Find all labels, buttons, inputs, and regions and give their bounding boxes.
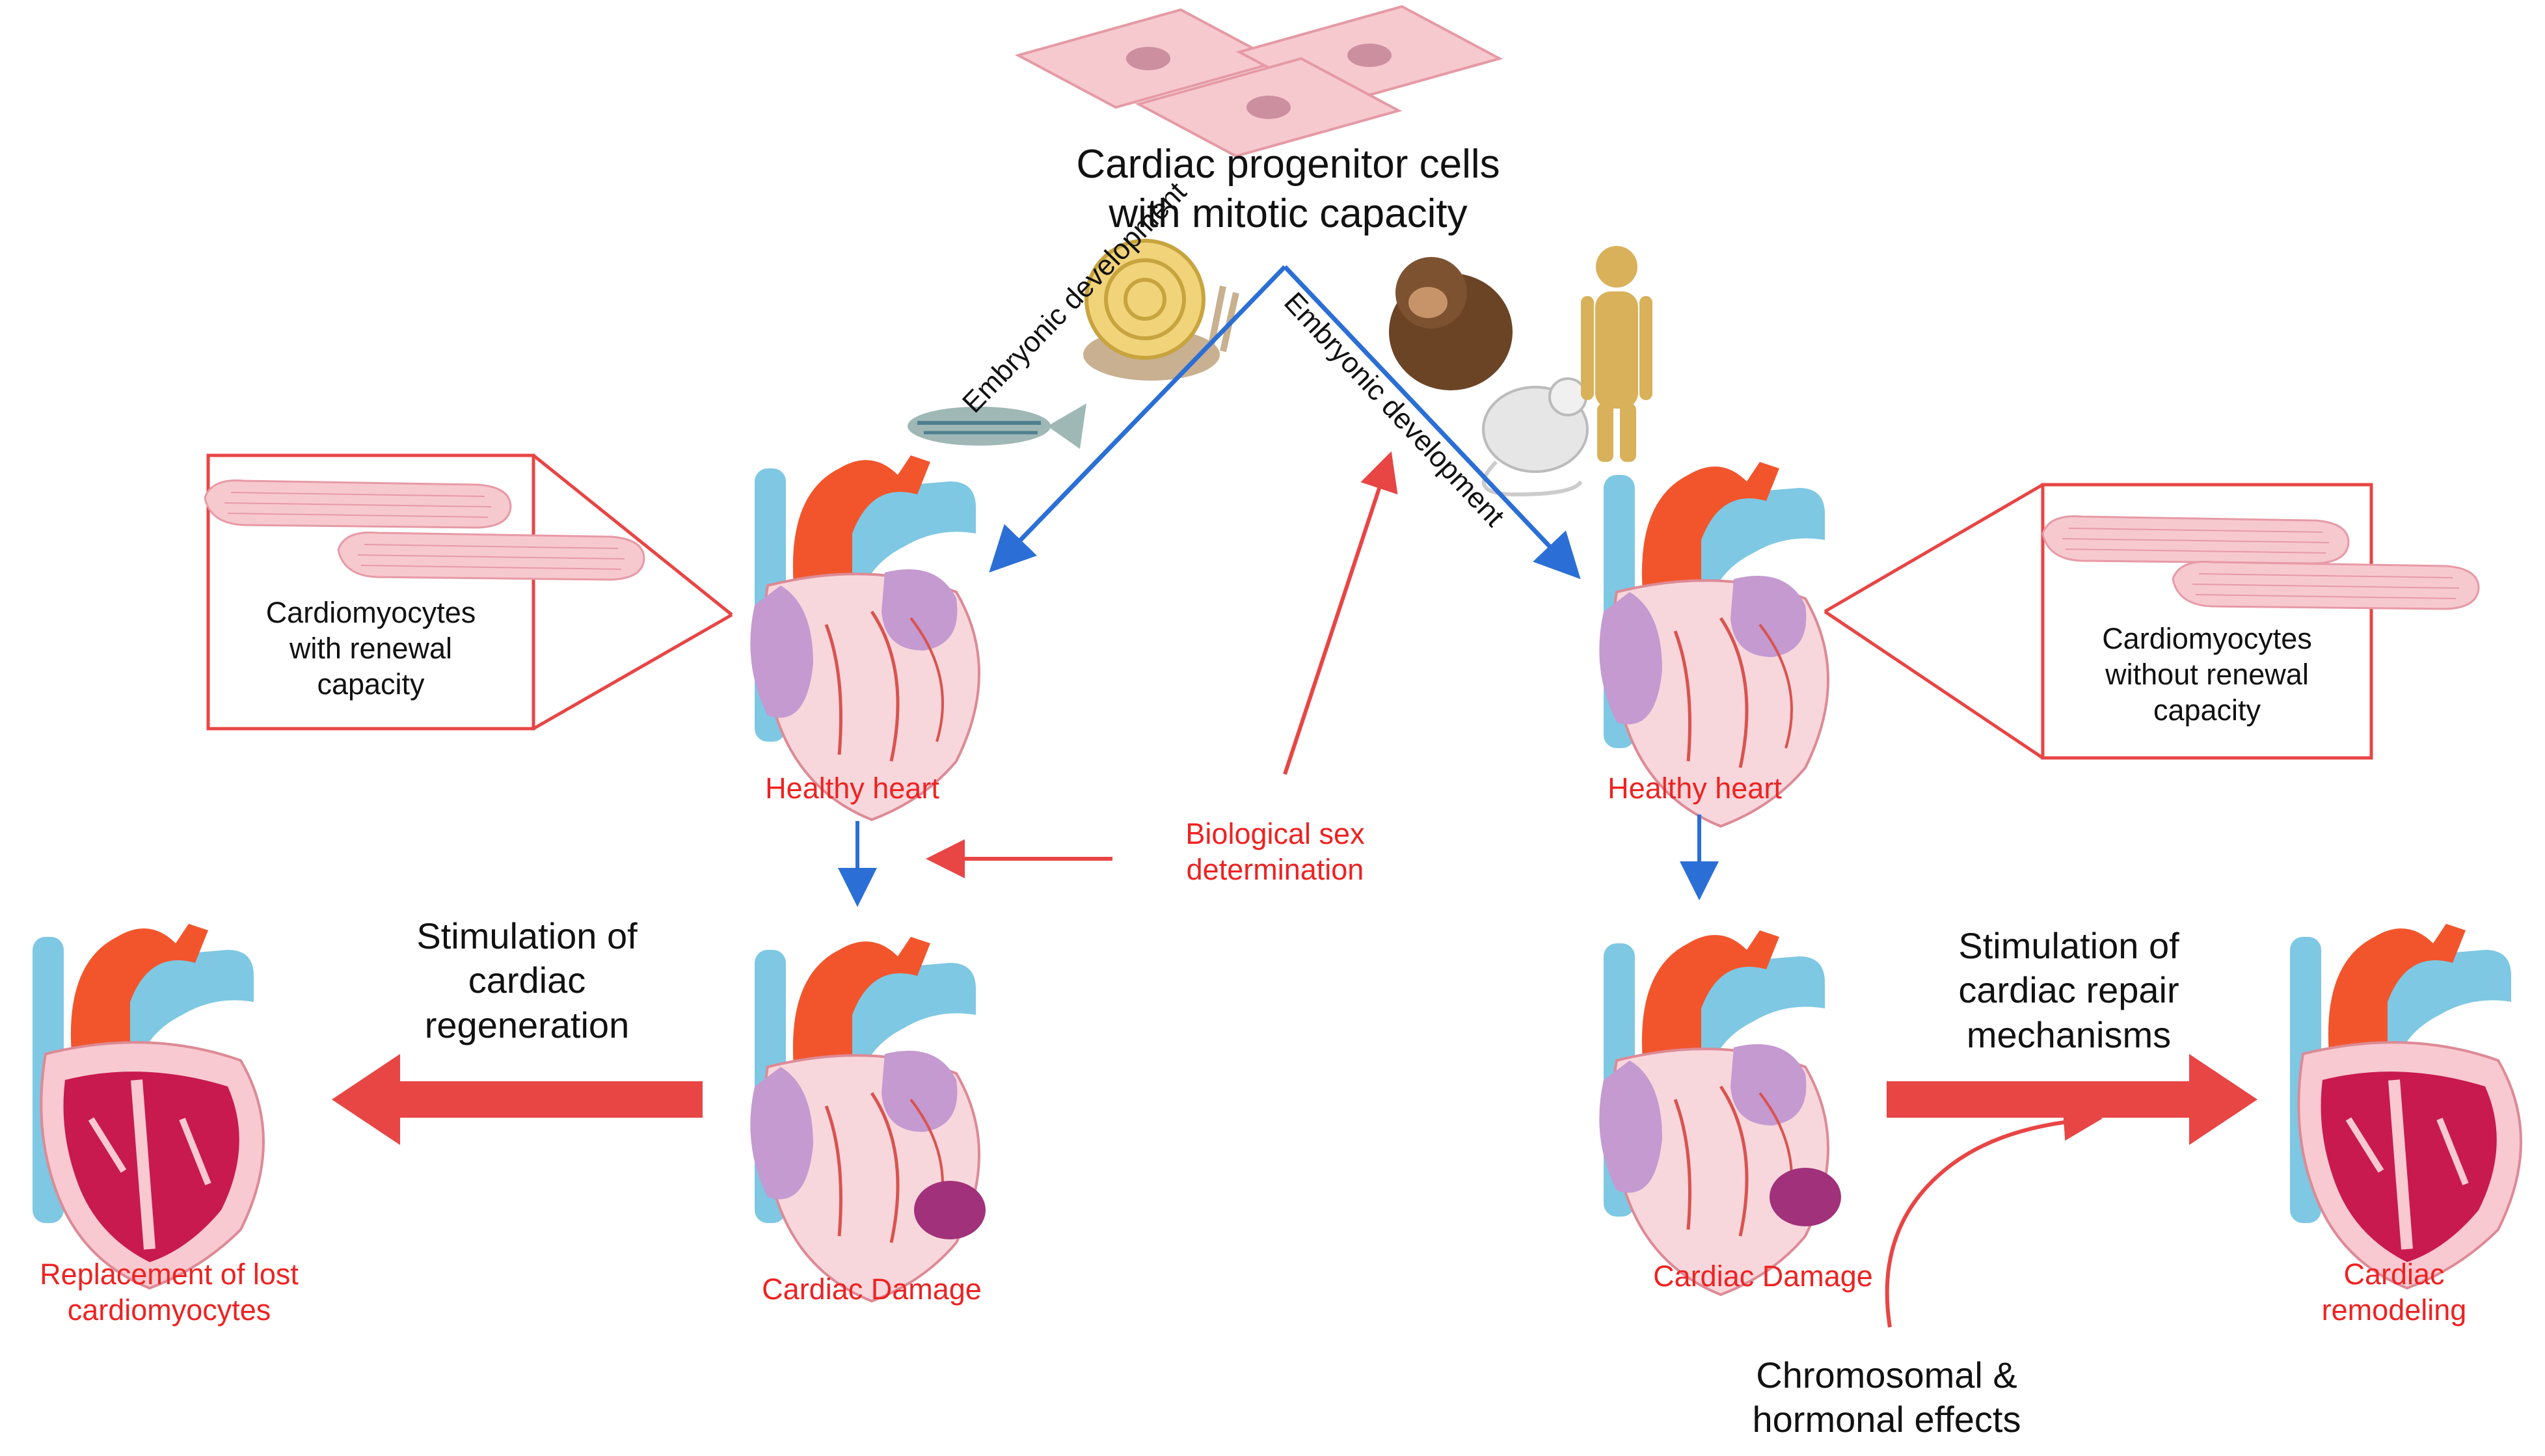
effects-line1: Chromosomal & [1756,1355,2017,1395]
effects-label: Chromosomal & hormonal effects [1691,1353,2082,1442]
inset-left-line3: capacity [317,667,425,701]
regeneration-label: Stimulation of cardiac regeneration [351,914,703,1047]
mouse-icon [1481,377,1589,497]
zebrafish-icon [908,403,1086,449]
repair-label: Stimulation of cardiac repair mechanisms [1887,924,2251,1057]
damage-label-left: Cardiac Damage [762,1273,982,1306]
remodeling-line1: Cardiac [2343,1258,2445,1291]
healthy-heart-label-left: Healthy heart [765,772,939,805]
damage-label-right: Cardiac Damage [1653,1260,1873,1293]
inset-right-line2: without renewal [2105,657,2309,691]
cardiomyocyte-icon [337,532,645,581]
regenerated-heart-icon [33,924,263,1288]
cardiomyocyte-icon [2172,561,2480,610]
branch-arrow-right [1283,265,1581,580]
inset-text-left: Cardiomyocytes with renewal capacity [218,595,524,703]
damaged-heart-right [1599,930,1841,1295]
sex-line1: Biological sex [1185,817,1365,850]
replacement-label: Replacement of lost cardiomyocytes [0,1257,338,1328]
replacement-line2: cardiomyocytes [67,1293,271,1327]
human-body-icon [1581,246,1652,462]
regen-line2: cardiac [468,960,586,1001]
inset-box-left [206,453,535,731]
top-title-line2: with mitotic capacity [1109,191,1468,236]
inset-left-line1: Cardiomyocytes [265,596,476,629]
replacement-line1: Replacement of lost [40,1258,299,1291]
remodeling-label: Cardiac remodeling [2257,1257,2531,1328]
inset-text-right: Cardiomyocytes without renewal capacity [2053,621,2362,729]
repair-line1: Stimulation of [1958,925,2179,966]
branch-arrow-left [989,265,1287,573]
cardiomyocyte-icon [204,479,512,529]
regeneration-arrow [332,1054,703,1145]
sex-determination-label: Biological sex determination [1119,816,1431,888]
regen-line1: Stimulation of [416,915,638,956]
remodeled-heart-icon [2290,924,2521,1288]
inset-left-line2: with renewal [289,631,453,665]
repair-line2: cardiac repair [1958,969,2179,1011]
top-title-line1: Cardiac progenitor cells [1076,142,1500,187]
monkey-icon [1389,257,1513,390]
remodeling-line2: remodeling [2321,1293,2467,1327]
inset-right-line1: Cardiomyocytes [2102,622,2312,655]
inset-right-line3: capacity [2153,693,2261,727]
heart-icon [750,455,979,820]
regen-line3: regeneration [424,1004,630,1045]
sex-line2: determination [1186,852,1364,886]
sex-arrow-up [1283,451,1398,775]
snail-icon [1083,239,1239,381]
cardiomyocyte-icon [2041,515,2350,565]
effects-arrow [1885,1101,2103,1328]
repair-line3: mechanisms [1966,1014,2172,1055]
effects-line2: hormonal effects [1752,1399,2021,1440]
inset-box-right [2041,483,2373,760]
damaged-heart-left [750,937,986,1301]
top-title: Cardiac progenitor cells with mitotic ca… [1021,140,1555,238]
healthy-heart-label-right: Healthy heart [1608,772,1782,805]
repair-arrow [1887,1054,2257,1145]
